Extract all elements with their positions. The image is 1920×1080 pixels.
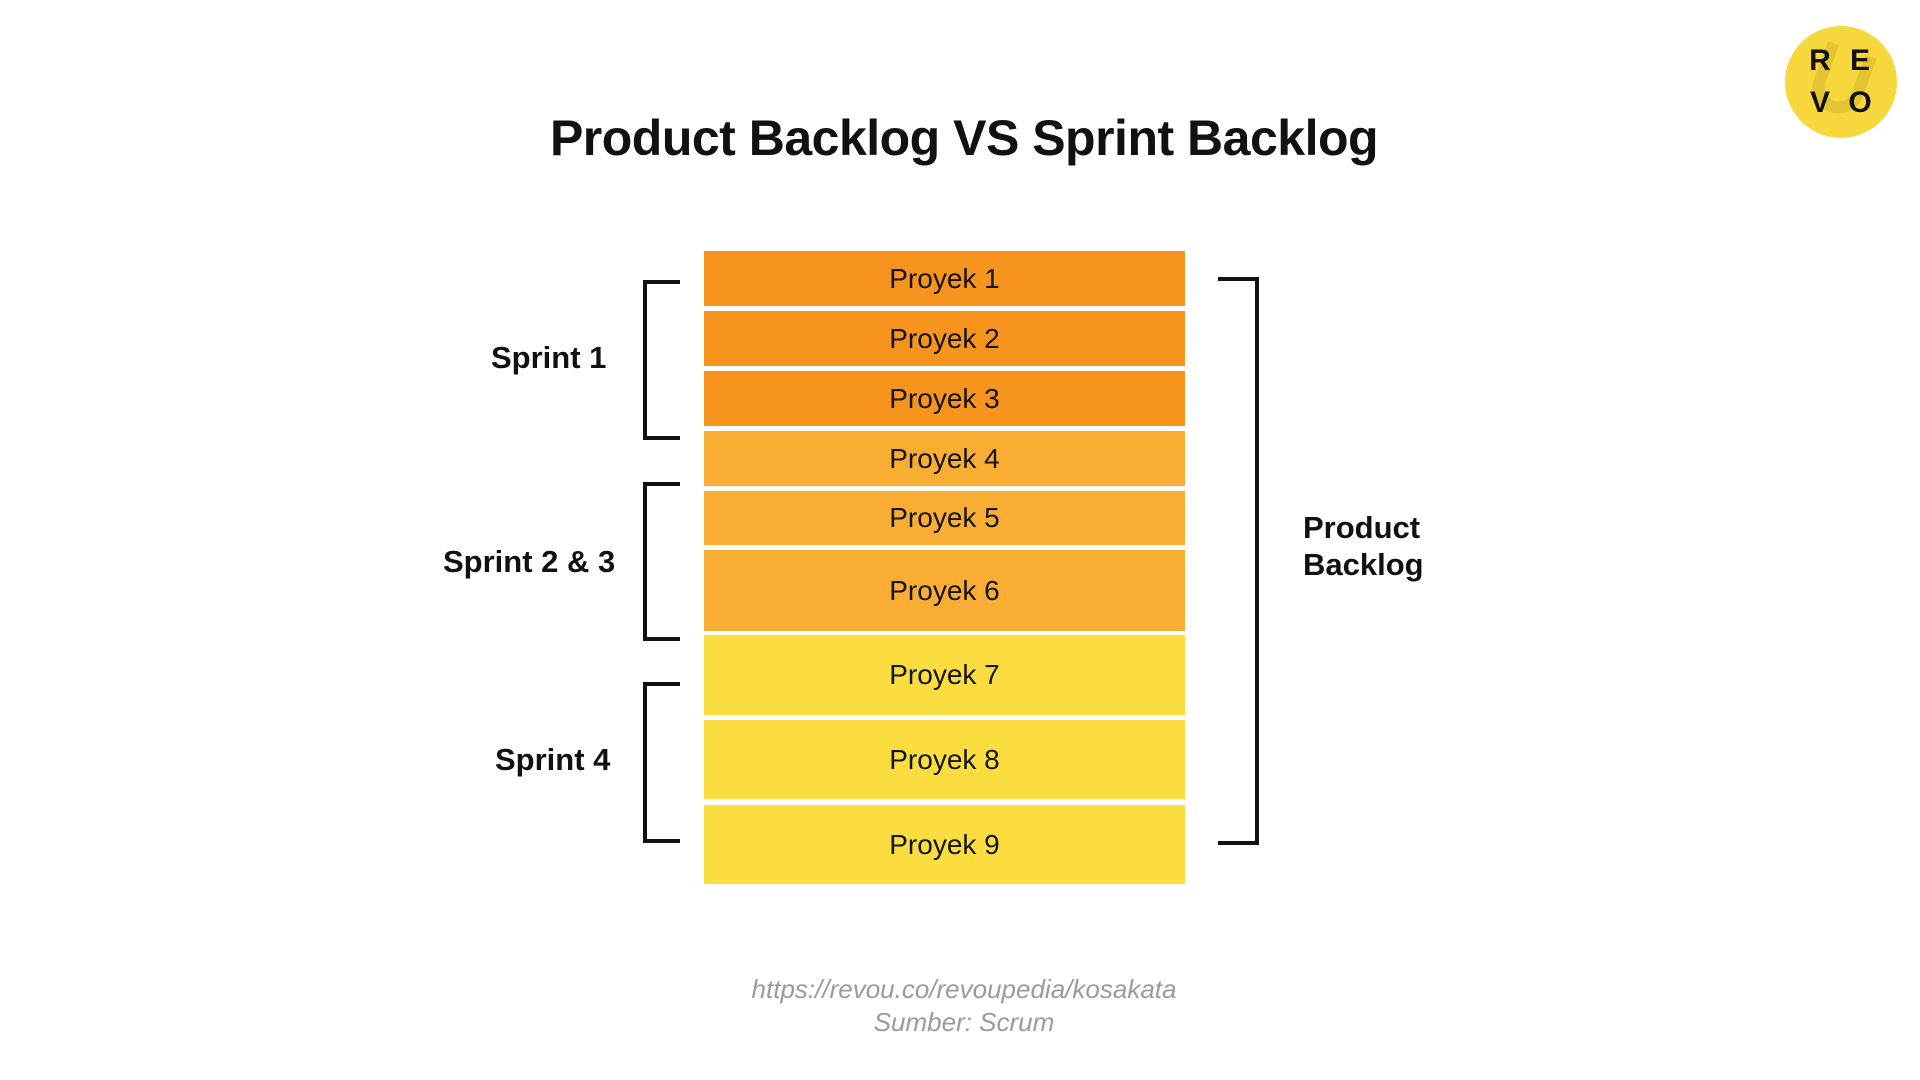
product-backlog-label-line2: Backlog xyxy=(1303,547,1424,582)
source-url: https://revou.co/revoupedia/kosakata xyxy=(751,974,1177,1004)
backlog-item-label: Proyek 2 xyxy=(889,322,1000,354)
logo-letter-o: O xyxy=(1848,86,1872,119)
backlog-item-label: Proyek 8 xyxy=(889,743,1000,775)
source-credit: Sumber: Scrum xyxy=(873,1007,1055,1037)
sprint-4-label: Sprint 4 xyxy=(495,742,611,777)
backlog-item-8: Proyek 8 xyxy=(704,720,1185,799)
sprint-2-3-bracket xyxy=(643,482,680,641)
logo-letter-v: V xyxy=(1809,86,1830,119)
backlog-item-label: Proyek 1 xyxy=(889,262,1000,294)
backlog-item-5: Proyek 5 xyxy=(704,491,1185,545)
backlog-item-9: Proyek 9 xyxy=(704,805,1185,884)
revou-logo: R E V O xyxy=(1785,26,1897,138)
backlog-item-3: Proyek 3 xyxy=(704,371,1185,426)
product-backlog-label-line1: Product xyxy=(1303,510,1421,545)
logo-letter-r: R xyxy=(1809,44,1831,77)
logo-letter-e: E xyxy=(1849,44,1870,77)
backlog-item-label: Proyek 5 xyxy=(889,502,1000,533)
backlog-item-label: Proyek 4 xyxy=(889,442,1000,474)
backlog-item-4: Proyek 4 xyxy=(704,431,1185,486)
backlog-item-6: Proyek 6 xyxy=(704,550,1185,631)
backlog-item-label: Proyek 7 xyxy=(889,659,1000,690)
backlog-item-label: Proyek 3 xyxy=(889,382,1000,414)
sprint-1-label: Sprint 1 xyxy=(491,340,607,375)
backlog-item-1: Proyek 1 xyxy=(704,251,1185,306)
backlog-item-7: Proyek 7 xyxy=(704,635,1185,715)
product-backlog-label: Product Backlog xyxy=(1303,509,1463,583)
sprint-1-bracket xyxy=(643,280,680,440)
sprint-2-3-label: Sprint 2 & 3 xyxy=(443,544,616,579)
sprint-4-bracket xyxy=(643,682,680,843)
page-title: Product Backlog VS Sprint Backlog xyxy=(549,110,1379,166)
backlog-item-label: Proyek 9 xyxy=(889,828,1000,860)
product-backlog-bracket xyxy=(1218,277,1259,845)
backlog-item-label: Proyek 6 xyxy=(889,574,1000,606)
backlog-item-2: Proyek 2 xyxy=(704,311,1185,366)
